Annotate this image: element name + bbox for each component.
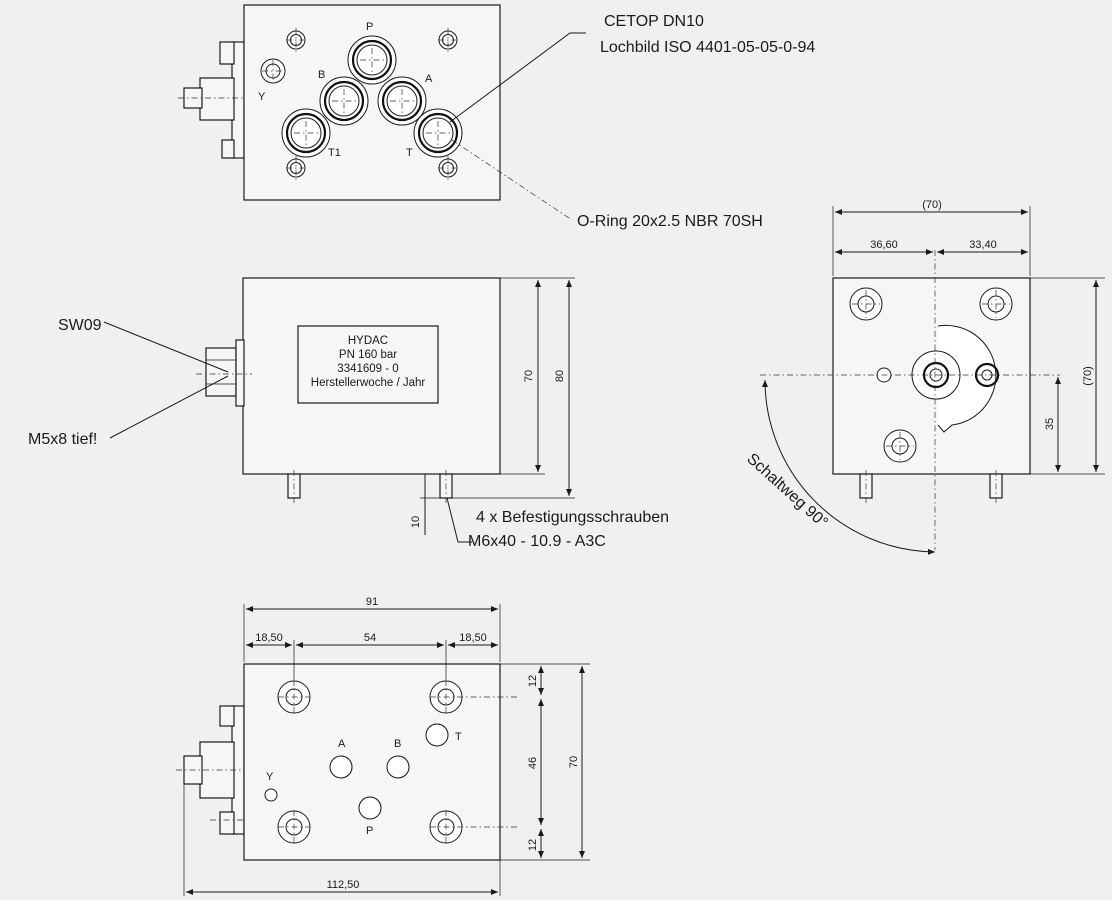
top-port-y-label: Y xyxy=(258,91,266,103)
oring-label: O-Ring 20x2.5 NBR 70SH xyxy=(577,213,763,230)
bottom-port-p-label: P xyxy=(366,825,373,837)
bottom-dim-46: 46 xyxy=(527,757,539,769)
front-dim-80: 80 xyxy=(554,370,566,382)
bottom-dim-91: 91 xyxy=(366,596,378,608)
side-dim-70-right: (70) xyxy=(1082,366,1094,386)
bottom-port-a-label: A xyxy=(338,738,346,750)
top-view: P B A T1 T Y xyxy=(178,4,586,221)
bottom-dim-18-50-right: 18,50 xyxy=(459,632,487,644)
bottom-port-t-label: T xyxy=(455,731,462,743)
side-view xyxy=(760,206,1105,555)
nameplate-line4: Herstellerwoche / Jahr xyxy=(311,377,426,389)
nameplate-line3: 3341609 - 0 xyxy=(337,363,398,375)
bottom-dim-112-50: 112,50 xyxy=(327,879,360,891)
top-port-a-label: A xyxy=(425,73,433,85)
bottom-port-y-label: Y xyxy=(266,771,274,783)
screws-label-1: 4 x Befestigungsschrauben xyxy=(476,509,669,526)
side-dim-35: 35 xyxy=(1044,418,1056,430)
bottom-dim-12-top: 12 xyxy=(527,675,539,687)
front-dim-10: 10 xyxy=(410,516,422,528)
top-port-b-label: B xyxy=(318,69,325,81)
front-view xyxy=(103,277,575,543)
front-dim-70: 70 xyxy=(523,370,535,382)
top-port-p-label: P xyxy=(366,21,373,33)
bottom-dim-70: 70 xyxy=(568,756,580,768)
side-dim-36-60: 36,60 xyxy=(870,239,898,251)
nameplate-line1: HYDAC xyxy=(348,335,388,347)
top-port-t-label: T xyxy=(406,147,413,159)
top-port-t1-label: T1 xyxy=(328,147,341,159)
bottom-port-b-label: B xyxy=(394,738,401,750)
side-dim-33-40: 33,40 xyxy=(969,239,997,251)
sw09-label: SW09 xyxy=(58,317,102,334)
lochbild-label: Lochbild ISO 4401-05-05-0-94 xyxy=(600,39,815,56)
bottom-dim-18-50-left: 18,50 xyxy=(255,632,283,644)
m5x8-label: M5x8 tief! xyxy=(28,431,97,448)
nameplate-line2: PN 160 bar xyxy=(339,349,397,361)
bottom-dim-54: 54 xyxy=(364,632,376,644)
cetop-label: CETOP DN10 xyxy=(604,13,704,30)
bottom-view xyxy=(176,604,590,896)
side-dim-70-top: (70) xyxy=(922,199,942,211)
bottom-dim-12-bottom: 12 xyxy=(527,839,539,851)
screws-label-2: M6x40 - 10.9 - A3C xyxy=(468,533,606,550)
schaltweg-label: Schaltweg 90° xyxy=(743,450,831,531)
